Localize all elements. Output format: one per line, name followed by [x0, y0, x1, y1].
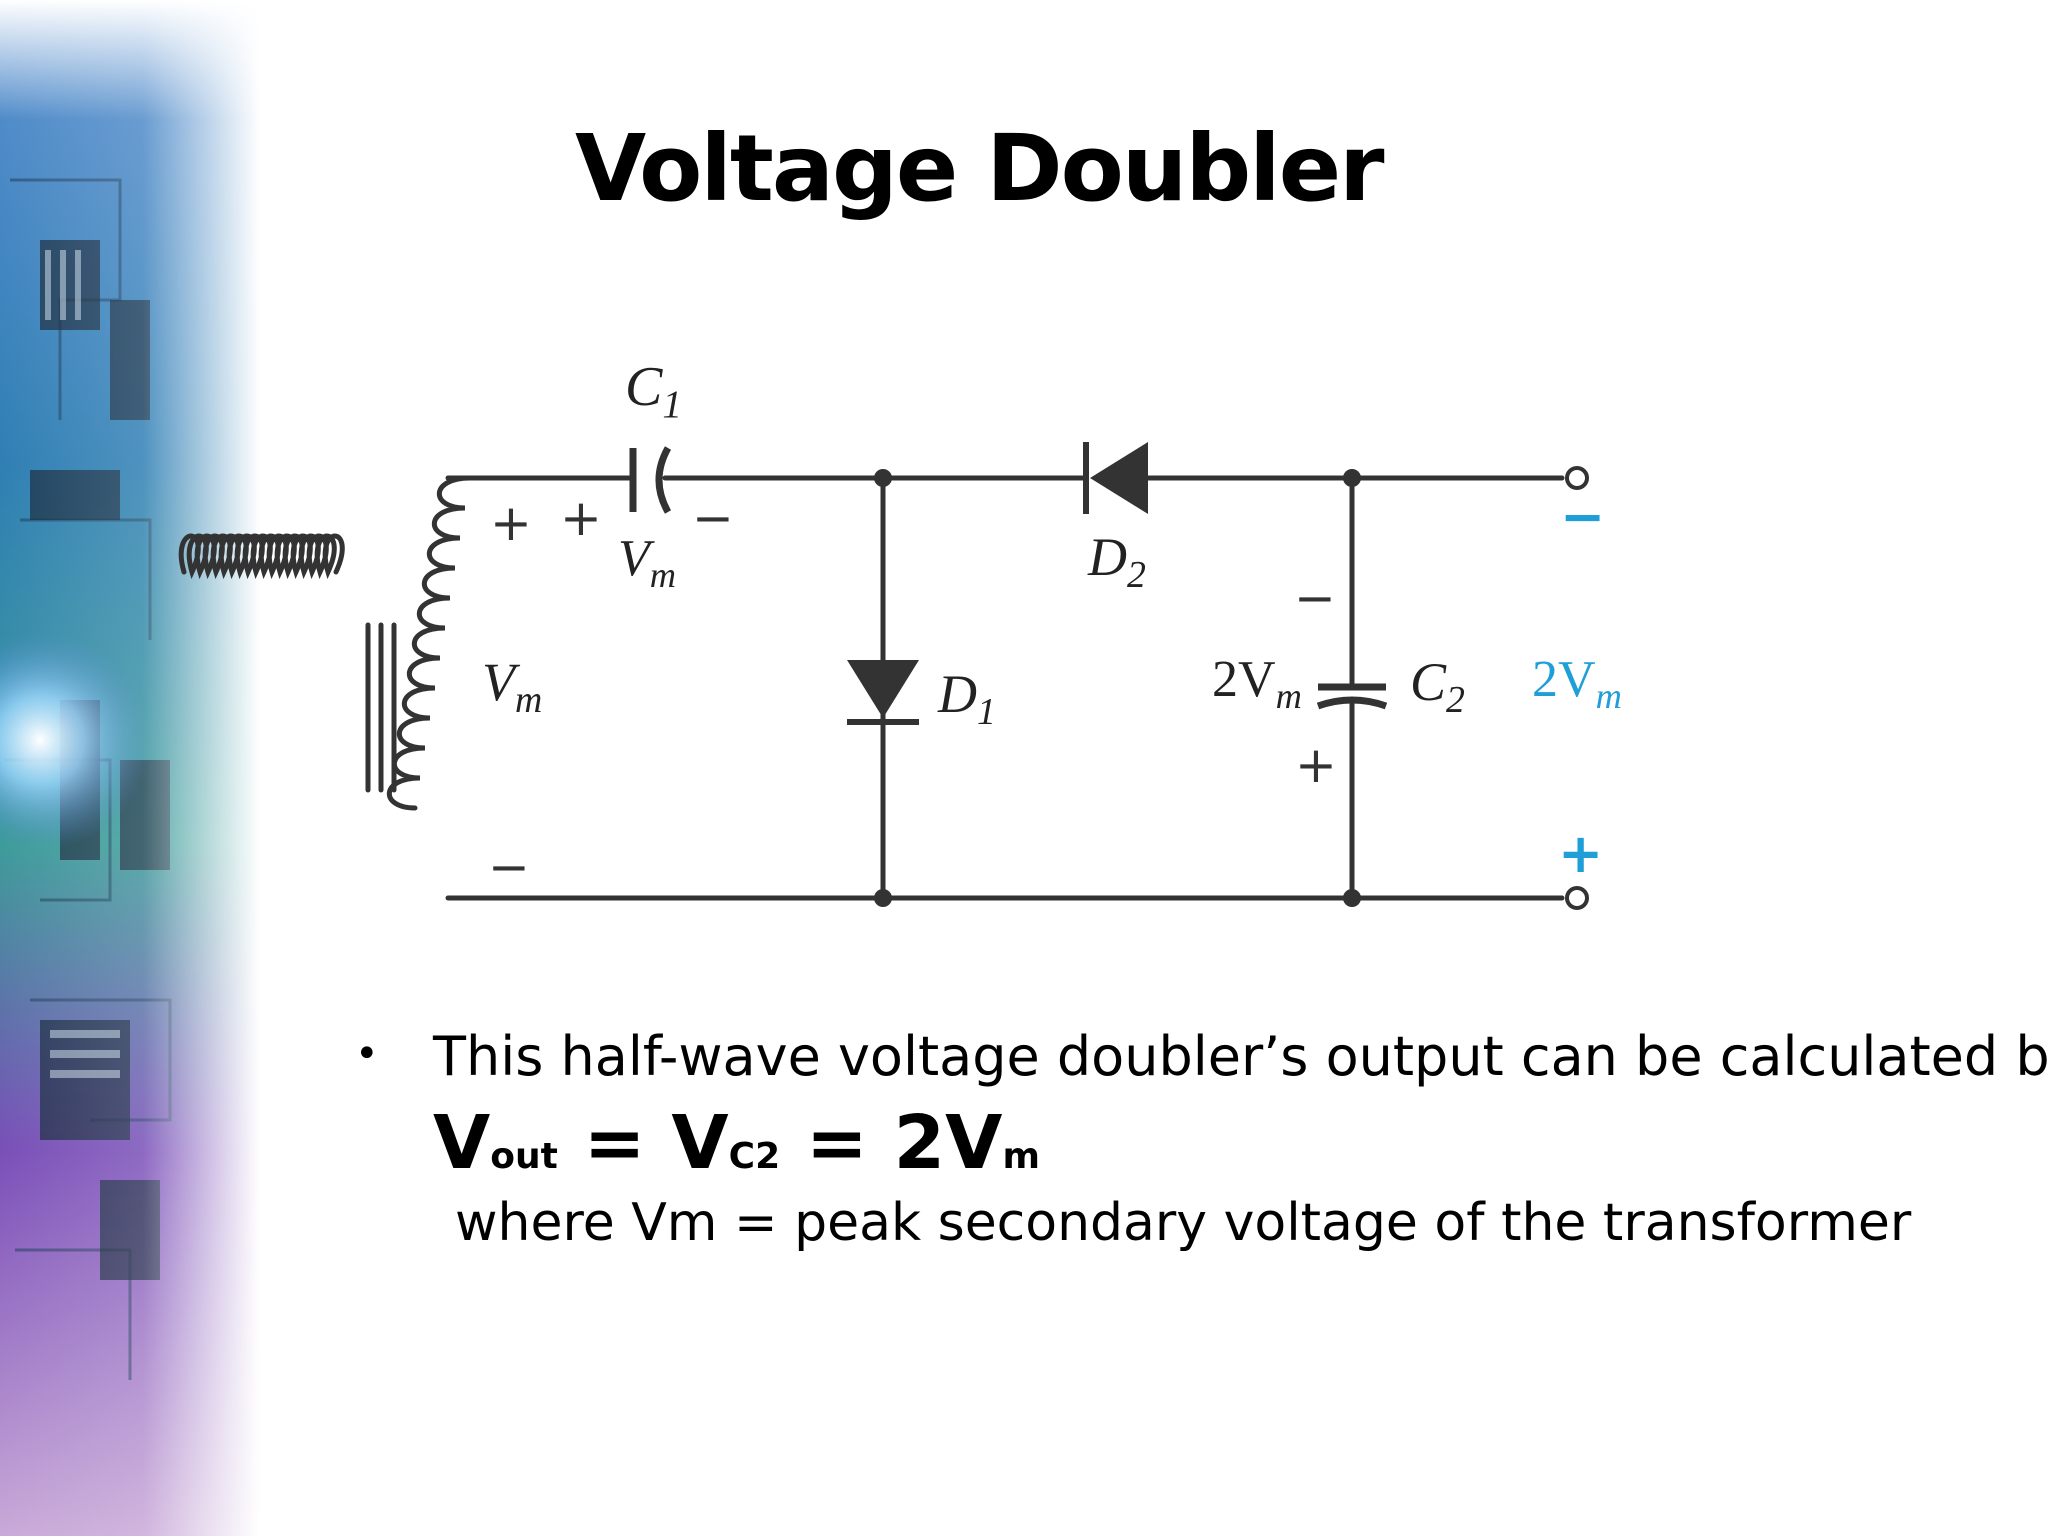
diode-d2-symbol: [1083, 442, 1148, 514]
vm-definition-note: where Vm = peak secondary voltage of the…: [455, 1193, 1912, 1253]
junction-dot: [874, 889, 892, 907]
c2-minus-sign: −: [1294, 569, 1336, 627]
label-d1: D1: [937, 664, 996, 733]
c1-plus-sign: +: [560, 489, 602, 547]
label-vm-c1: Vm: [618, 530, 676, 595]
decorative-side-panel: [0, 0, 260, 1536]
capacitor-c2-symbol: [1316, 683, 1388, 710]
description-text: This half-wave voltage doubler’s output …: [433, 1025, 2048, 1088]
label-d2: D2: [1087, 527, 1146, 596]
secondary-plus-sign: +: [490, 494, 532, 552]
secondary-minus-sign: −: [488, 838, 530, 896]
junction-dot: [1343, 889, 1361, 907]
label-output-voltage: 2Vm: [1532, 651, 1622, 716]
output-minus-sign: −: [1560, 485, 1605, 548]
junction-dot: [1343, 469, 1361, 487]
transformer-secondary-coil: [386, 475, 473, 811]
label-c2: C2: [1410, 652, 1465, 721]
output-plus-sign: +: [1558, 822, 1603, 885]
transformer-primary-coil: [178, 533, 345, 580]
output-voltage-formula: Vout = VC2 = 2Vm: [433, 1100, 1040, 1186]
capacitor-c1-symbol: [629, 446, 672, 514]
label-c1: C1: [625, 356, 682, 426]
bullet-point: •: [355, 1031, 379, 1077]
label-vm-secondary: Vm: [482, 652, 542, 721]
output-terminal-bottom: [1565, 886, 1589, 910]
c2-plus-sign: +: [1295, 736, 1337, 794]
slide-title: Voltage Doubler: [575, 115, 1384, 222]
output-terminal-top: [1565, 466, 1589, 490]
junction-dot: [874, 469, 892, 487]
c1-minus-sign: −: [692, 489, 734, 547]
label-c2-voltage: 2Vm: [1212, 651, 1302, 716]
diode-d1-symbol: [847, 660, 919, 725]
